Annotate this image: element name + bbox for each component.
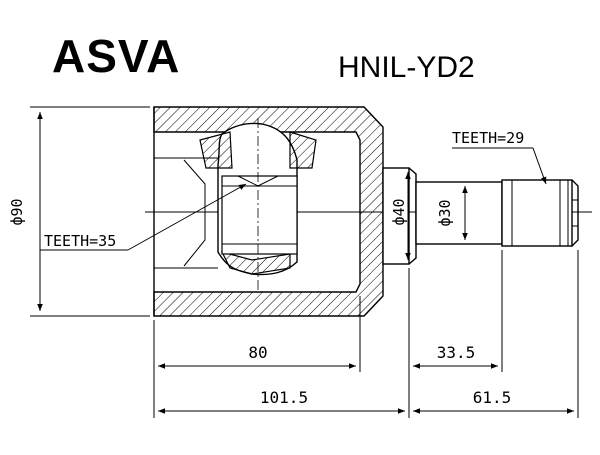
teeth-inner-leader bbox=[40, 183, 247, 251]
dim-33-5-label: 33.5 bbox=[437, 343, 476, 362]
dim-61-5-label: 61.5 bbox=[473, 388, 512, 407]
teeth-outer-leader bbox=[452, 147, 547, 185]
housing-stem bbox=[382, 167, 417, 265]
teeth-outer-label: TEETH=29 bbox=[452, 129, 524, 147]
teeth-inner-label: TEETH=35 bbox=[44, 232, 116, 250]
brand-logo: ASVA bbox=[52, 30, 180, 82]
output-shaft bbox=[415, 179, 579, 247]
dim-housing-diameter bbox=[30, 106, 150, 317]
extension-lines bbox=[153, 250, 579, 418]
dim-80-label: 80 bbox=[248, 343, 267, 362]
dia-stem-label: ф40 bbox=[390, 198, 408, 225]
part-number: HNIL-YD2 bbox=[338, 51, 475, 84]
inner-race bbox=[199, 118, 317, 290]
dim-101-5-label: 101.5 bbox=[260, 388, 308, 407]
dia-shaft-label: ф30 bbox=[436, 199, 454, 226]
dia-housing-label: ф90 bbox=[8, 198, 26, 225]
